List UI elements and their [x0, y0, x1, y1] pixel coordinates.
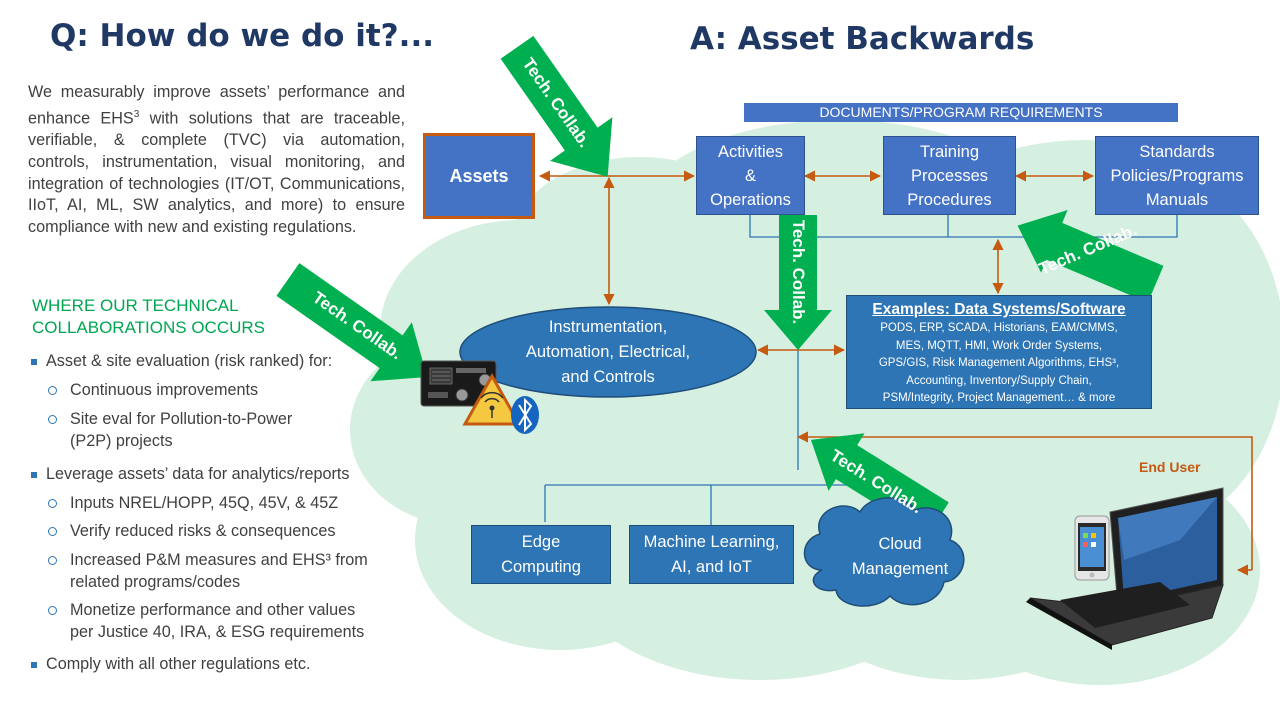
edge-computing-box: Edge Computing — [471, 525, 611, 584]
bullet-square-icon — [31, 472, 37, 478]
cloud-line-2: Management — [851, 560, 949, 578]
blue-connectors — [544, 215, 1178, 525]
intro-superscript: 3 — [133, 108, 140, 120]
bullet-circle-icon — [48, 499, 57, 508]
standards-line-1: Standards — [1139, 142, 1215, 161]
answer-text: Asset Backwards — [737, 21, 1035, 57]
bullet-circle-icon — [48, 606, 57, 615]
section-heading-line-2: COLLABORATIONS OCCURS — [32, 318, 266, 337]
question-text: How do we do it?... — [99, 18, 434, 54]
activities-operations-box: Activities & Operations — [696, 136, 805, 215]
bullet-1: Asset & site evaluation (risk ranked) fo… — [46, 352, 333, 370]
section-heading-line-1: WHERE OUR TECHNICAL — [32, 296, 239, 315]
bullet-2: Leverage assets’ data for analytics/repo… — [46, 465, 350, 483]
activities-line-2: & — [744, 166, 756, 185]
examples-line-2: MES, MQTT, HMI, Work Order Systems, — [895, 339, 1103, 352]
documents-requirements-bar: DOCUMENTS/PROGRAM REQUIREMENTS — [744, 103, 1178, 122]
standards-line-3: Manuals — [1145, 190, 1209, 209]
assets-box: Assets — [423, 133, 535, 219]
training-line-1: Training — [920, 142, 979, 161]
assets-label: Assets — [449, 166, 509, 186]
instrumentation-label: Instrumentation, Automation, Electrical,… — [470, 315, 746, 390]
machine-learning-box: Machine Learning, AI, and IoT — [629, 525, 794, 584]
examples-line-4: Accounting, Inventory/Supply Chain, — [906, 374, 1092, 387]
intro-paragraph: We measurably improve assets’ performanc… — [28, 82, 405, 239]
question-title: Q: How do we do it?... — [50, 18, 434, 54]
intro-text-b: with solutions that are traceable, verif… — [28, 109, 405, 237]
ml-line-2: AI, and IoT — [671, 557, 752, 576]
bullet-2-4-line-1: Monetize performance and other values — [70, 601, 356, 619]
bullet-2-1: Inputs NREL/HOPP, 45Q, 45V, & 45Z — [70, 494, 339, 512]
instrumentation-ellipse — [459, 306, 757, 398]
wireless-warning-icon — [462, 372, 522, 426]
ml-line-1: Machine Learning, — [643, 532, 780, 551]
examples-data-systems-box: Examples: Data Systems/Software PODS, ER… — [846, 295, 1152, 409]
bullet-circle-icon — [48, 386, 57, 395]
tech-collab-label-center: Tech. Collab. — [789, 219, 808, 325]
examples-line-5: PSM/Integrity, Project Management… & mor… — [882, 392, 1116, 404]
instrumentation-line-1: Instrumentation, — [548, 318, 668, 336]
activities-line-1: Activities — [717, 142, 784, 161]
bullet-circle-icon — [48, 556, 57, 565]
tech-collab-arrow-center — [764, 215, 832, 350]
controller-device-image — [420, 360, 497, 407]
cloud-management-shape — [803, 497, 965, 607]
answer-prefix: A: — [690, 21, 727, 57]
examples-title: Examples: Data Systems/Software — [872, 301, 1126, 318]
laptop-image — [1026, 487, 1224, 650]
bullet-1-2-line-1: Site eval for Pollution-to-Power — [70, 410, 293, 428]
bullet-square-icon — [31, 662, 37, 668]
bullet-2-3-line-1: Increased P&M measures and EHS³ from — [70, 551, 368, 569]
cloud-management-label: Cloud Management — [830, 532, 970, 582]
tech-collab-arrow-top — [500, 35, 613, 177]
bullet-circle-icon — [48, 527, 57, 536]
smartphone-image — [1074, 515, 1110, 581]
edge-line-1: Edge — [521, 532, 561, 551]
edge-line-2: Computing — [501, 557, 581, 576]
training-line-2: Processes — [910, 166, 989, 185]
bullet-circle-icon — [48, 415, 57, 424]
bullet-square-icon — [31, 359, 37, 365]
bluetooth-icon — [511, 396, 539, 434]
bullet-2-2: Verify reduced risks & consequences — [70, 522, 336, 540]
tech-collab-arrow-left — [276, 263, 428, 382]
instrumentation-line-3: and Controls — [561, 368, 655, 386]
tech-collab-arrow-right — [1017, 209, 1164, 303]
bullet-1-2-line-2: (P2P) projects — [70, 432, 173, 450]
bullet-2-4-line-2: per Justice 40, IRA, & ESG requirements — [70, 623, 365, 641]
instrumentation-line-2: Automation, Electrical, — [525, 343, 691, 361]
training-line-3: Procedures — [907, 190, 992, 209]
examples-line-3: GPS/GIS, Risk Management Algorithms, EHS… — [878, 357, 1120, 369]
intro-text-a: We measurably improve assets’ performanc… — [28, 83, 405, 128]
section-heading: WHERE OUR TECHNICAL COLLABORATIONS OCCUR… — [32, 295, 265, 339]
examples-line-1: PODS, ERP, SCADA, Historians, EAM/CMMS, — [880, 322, 1118, 334]
training-processes-box: Training Processes Procedures — [883, 136, 1016, 215]
end-user-label: End User — [1139, 459, 1201, 475]
orange-connectors — [538, 170, 1253, 576]
standards-policies-box: Standards Policies/Programs Manuals — [1095, 136, 1259, 215]
bullet-3: Comply with all other regulations etc. — [46, 655, 311, 673]
bullet-2-3-line-2: related programs/codes — [70, 573, 241, 591]
answer-title: A: Asset Backwards — [690, 21, 1034, 57]
bullet-1-1: Continuous improvements — [70, 381, 259, 399]
cloud-line-1: Cloud — [878, 535, 922, 553]
standards-line-2: Policies/Programs — [1110, 166, 1244, 185]
activities-line-3: Operations — [710, 190, 791, 209]
question-prefix: Q: — [50, 18, 89, 54]
